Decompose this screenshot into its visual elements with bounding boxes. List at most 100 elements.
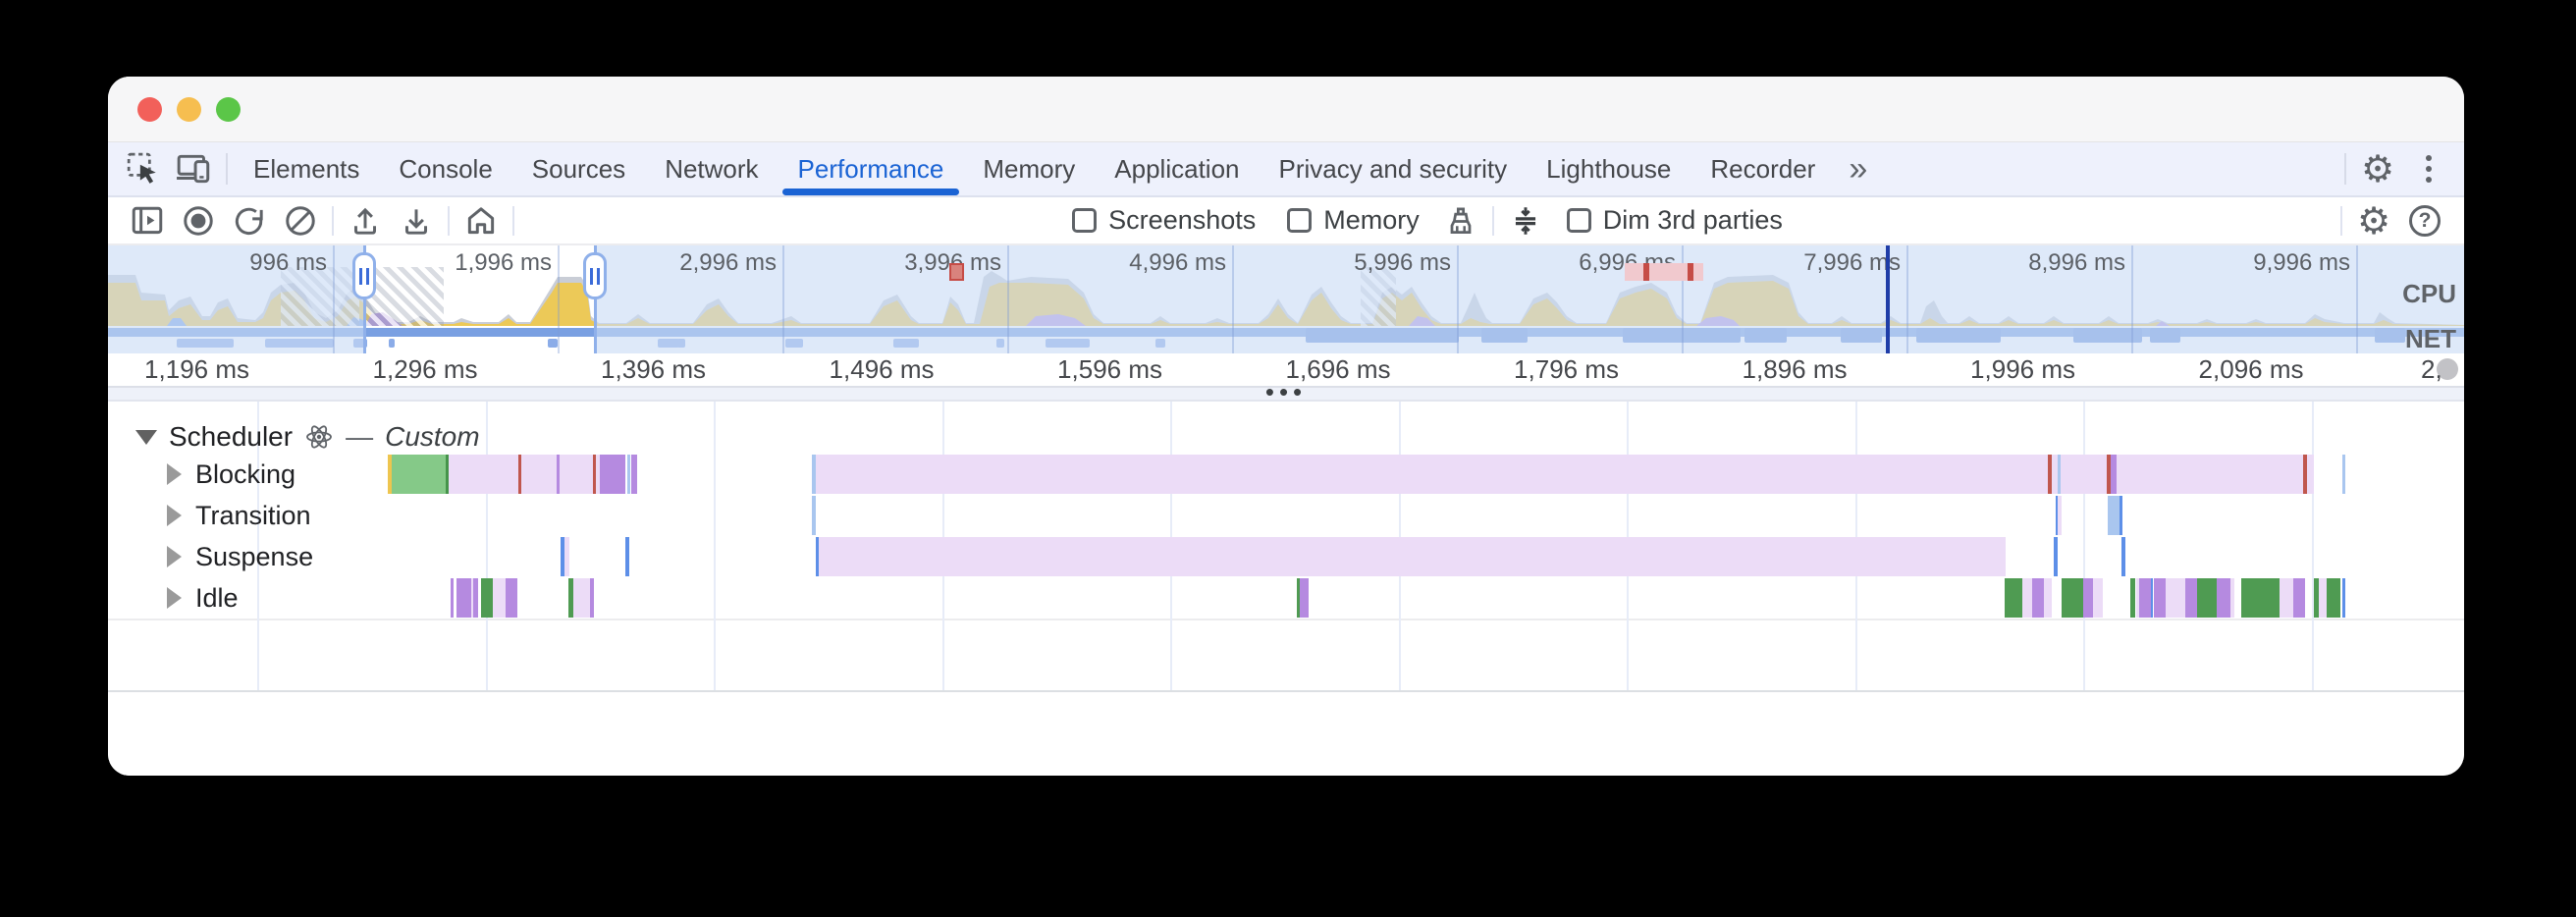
- timeline-event-bar[interactable]: [2058, 455, 2061, 494]
- timeline-event-bar[interactable]: [2342, 455, 2345, 494]
- timeline-event-bar[interactable]: [2083, 578, 2093, 618]
- timeline-event-bar[interactable]: [2052, 455, 2058, 494]
- record-and-reload-button[interactable]: [224, 197, 275, 244]
- timeline-event-bar[interactable]: [2005, 578, 2022, 618]
- timeline-event-bar[interactable]: [2048, 455, 2052, 494]
- timeline-event-bar[interactable]: [2230, 578, 2234, 618]
- track-row-idle[interactable]: Idle: [167, 577, 239, 619]
- timeline-event-bar[interactable]: [2056, 496, 2058, 535]
- timeline-event-bar[interactable]: [2241, 578, 2280, 618]
- timeline-event-bar[interactable]: [600, 455, 625, 494]
- load-profile-button[interactable]: [340, 197, 391, 244]
- collect-garbage-button[interactable]: [1435, 197, 1486, 244]
- track-row-transition[interactable]: Transition: [167, 495, 311, 536]
- more-tabs-button[interactable]: »: [1835, 150, 1881, 189]
- timeline-event-bar[interactable]: [518, 455, 521, 494]
- timeline-event-bar[interactable]: [2154, 578, 2166, 618]
- timeline-event-bar[interactable]: [2061, 455, 2107, 494]
- timeline-event-bar[interactable]: [2062, 578, 2083, 618]
- timeline-event-bar[interactable]: [2136, 578, 2139, 618]
- timeline-event-bar[interactable]: [2307, 455, 2314, 494]
- timeline-event-bar[interactable]: [568, 578, 573, 618]
- scrollbar-thumb[interactable]: [2437, 358, 2458, 380]
- timeline-event-bar[interactable]: [2217, 578, 2230, 618]
- timeline-event-bar[interactable]: [2120, 496, 2122, 535]
- screenshots-checkbox[interactable]: Screenshots: [1072, 205, 1256, 236]
- timeline-event-bar[interactable]: [2293, 578, 2305, 618]
- timeline-event-bar[interactable]: [2093, 578, 2103, 618]
- timeline-event-bar[interactable]: [449, 455, 518, 494]
- minimize-window-button[interactable]: [177, 97, 201, 122]
- live-metrics-button[interactable]: [456, 197, 507, 244]
- timeline-event-bar[interactable]: [456, 578, 471, 618]
- tab-lighthouse[interactable]: Lighthouse: [1527, 142, 1690, 195]
- timeline-event-bar[interactable]: [2166, 578, 2185, 618]
- timeline-event-bar[interactable]: [2032, 578, 2044, 618]
- timeline-event-bar[interactable]: [2319, 578, 2327, 618]
- timeline-event-bar[interactable]: [596, 455, 600, 494]
- timeline-event-bar[interactable]: [388, 455, 392, 494]
- expand-triangle-icon[interactable]: [167, 546, 182, 567]
- track-row-blocking[interactable]: Blocking: [167, 454, 295, 495]
- dim-3rd-parties-checkbox[interactable]: Dim 3rd parties: [1566, 205, 1783, 236]
- tab-elements[interactable]: Elements: [234, 142, 379, 195]
- timeline-event-bar[interactable]: [1297, 578, 1300, 618]
- timeline-event-bar[interactable]: [816, 537, 819, 576]
- zoom-window-button[interactable]: [216, 97, 241, 122]
- timeline-event-bar[interactable]: [2314, 578, 2319, 618]
- expand-triangle-icon[interactable]: [167, 587, 182, 609]
- record-button[interactable]: [173, 197, 224, 244]
- collapse-flame-button[interactable]: [1500, 197, 1551, 244]
- inspect-element-button[interactable]: [118, 145, 169, 192]
- timeline-event-bar[interactable]: [561, 537, 564, 576]
- timeline-event-bar[interactable]: [506, 578, 517, 618]
- timeline-event-bar[interactable]: [564, 537, 569, 576]
- selection-left-handle[interactable]: [352, 252, 376, 299]
- timeline-event-bar[interactable]: [590, 578, 594, 618]
- timeline-event-bar[interactable]: [2151, 578, 2153, 618]
- help-button[interactable]: ?: [2399, 197, 2450, 244]
- timeline-event-bar[interactable]: [493, 578, 506, 618]
- tab-network[interactable]: Network: [645, 142, 778, 195]
- expand-triangle-icon[interactable]: [167, 463, 182, 485]
- memory-checkbox[interactable]: Memory: [1287, 205, 1420, 236]
- timeline-event-bar[interactable]: [627, 455, 630, 494]
- timeline-event-bar[interactable]: [2044, 578, 2052, 618]
- timeline-event-bar[interactable]: [2185, 578, 2197, 618]
- timeline-event-bar[interactable]: [593, 455, 596, 494]
- timeline-event-bar[interactable]: [2327, 578, 2340, 618]
- devtools-settings-button[interactable]: ⚙: [2352, 145, 2403, 192]
- timeline-event-bar[interactable]: [2280, 578, 2293, 618]
- toggle-sidebar-button[interactable]: [122, 197, 173, 244]
- timeline-event-bar[interactable]: [2303, 455, 2307, 494]
- panel-resizer-handle[interactable]: •••: [108, 379, 2464, 405]
- track-row-suspense[interactable]: Suspense: [167, 536, 313, 577]
- playhead-cursor[interactable]: [1886, 245, 1890, 353]
- timeline-event-bar[interactable]: [451, 578, 454, 618]
- device-toolbar-button[interactable]: [169, 145, 220, 192]
- timeline-event-bar[interactable]: [816, 455, 2048, 494]
- tab-sources[interactable]: Sources: [512, 142, 645, 195]
- timeline-event-bar[interactable]: [481, 578, 493, 618]
- track-group-scheduler[interactable]: Scheduler — Custom: [135, 421, 480, 453]
- timeline-event-bar[interactable]: [2197, 578, 2217, 618]
- timeline-event-bar[interactable]: [2130, 578, 2135, 618]
- timeline-event-bar[interactable]: [2054, 537, 2058, 576]
- timeline-event-bar[interactable]: [557, 455, 560, 494]
- timeline-event-bar[interactable]: [819, 537, 2006, 576]
- tab-memory[interactable]: Memory: [963, 142, 1095, 195]
- timeline-event-bar[interactable]: [573, 578, 590, 618]
- tab-application[interactable]: Application: [1095, 142, 1259, 195]
- timeline-event-bar[interactable]: [812, 496, 816, 535]
- clear-button[interactable]: [275, 197, 326, 244]
- close-window-button[interactable]: [137, 97, 162, 122]
- timeline-event-bar[interactable]: [2342, 578, 2345, 618]
- timeline-event-bar[interactable]: [392, 455, 446, 494]
- timeline-event-bar[interactable]: [560, 455, 593, 494]
- customize-devtools-button[interactable]: [2403, 145, 2454, 192]
- timeline-event-bar[interactable]: [471, 578, 473, 618]
- timeline-event-bar[interactable]: [521, 455, 557, 494]
- capture-settings-button[interactable]: ⚙: [2348, 197, 2399, 244]
- timeline-event-bar[interactable]: [631, 455, 637, 494]
